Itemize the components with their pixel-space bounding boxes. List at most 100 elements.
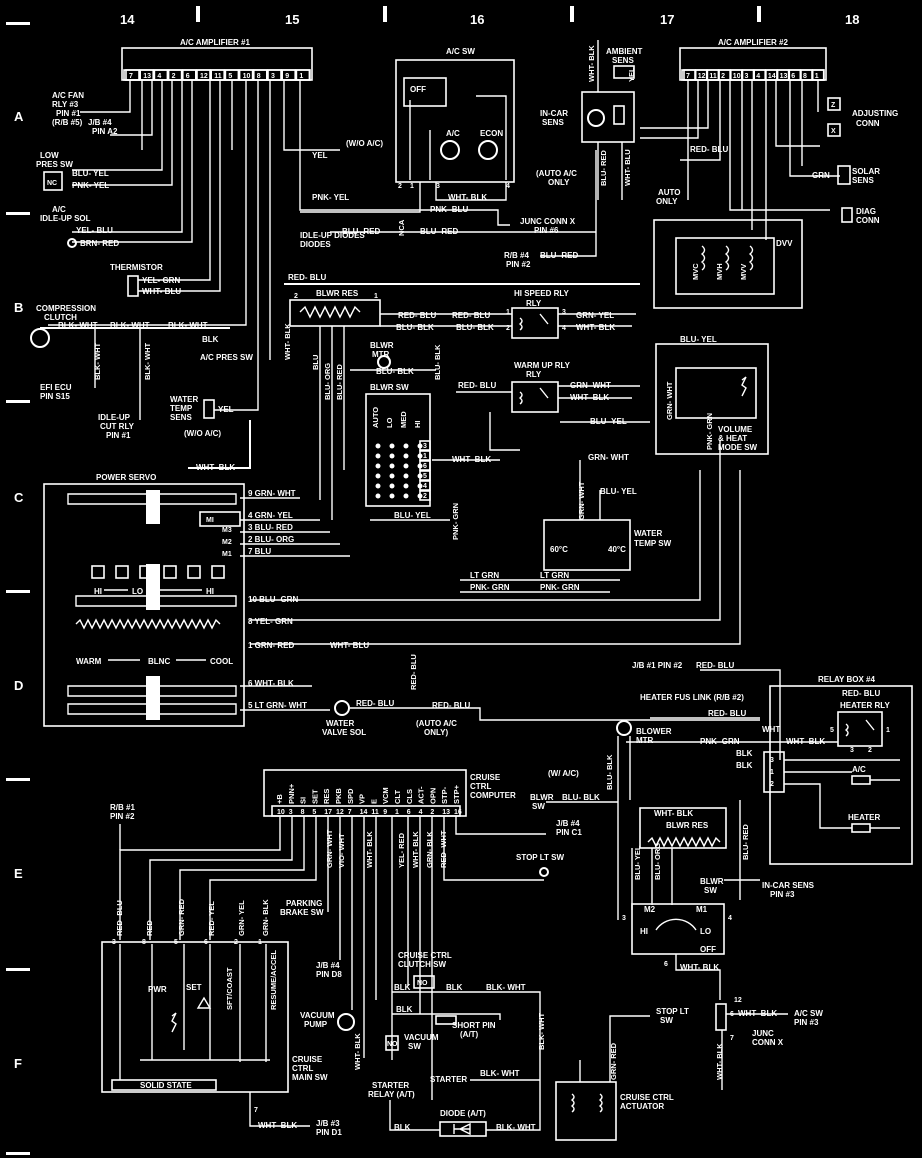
svg-text:M2: M2 [222,539,232,546]
svg-text:IN-CAR: IN-CAR [540,109,568,118]
svg-text:2: 2 [506,325,510,332]
svg-text:GRN- RED: GRN- RED [177,898,186,936]
svg-text:PNK- GRN: PNK- GRN [705,413,714,450]
svg-text:IDLE-UP: IDLE-UP [98,413,131,422]
svg-text:HI: HI [206,587,214,596]
cruise-pin-number: 14 [360,809,368,816]
svg-text:RED- BLU: RED- BLU [696,661,734,670]
svg-text:RED: RED [145,920,154,936]
cruise-pin-label: SI [299,797,308,804]
svg-text:AUTO: AUTO [371,407,380,428]
svg-text:BLK- WHT: BLK- WHT [143,343,152,380]
svg-text:PNK- GRN: PNK- GRN [540,583,580,592]
svg-text:7: 7 [730,1035,734,1042]
svg-text:DVV: DVV [776,239,793,248]
matrix-pin-number: 1 [423,453,427,460]
svg-text:NC: NC [47,180,57,187]
svg-text:SW: SW [704,886,717,895]
svg-text:BLK: BLK [202,335,219,344]
svg-text:LT GRN: LT GRN [470,571,499,580]
svg-text:1: 1 [374,293,378,300]
matrix-dot [389,493,395,499]
svg-text:GRN- YEL: GRN- YEL [576,311,614,320]
svg-text:PNK- YEL: PNK- YEL [312,193,349,202]
svg-text:J/B #4: J/B #4 [316,961,340,970]
svg-text:JUNC CONN X: JUNC CONN X [520,217,576,226]
svg-text:A/C SW: A/C SW [794,1009,823,1018]
svg-text:7: 7 [254,1107,258,1114]
svg-text:ONLY: ONLY [548,178,570,187]
svg-text:60°C: 60°C [550,545,568,554]
svg-text:RED- BLU: RED- BLU [409,654,418,690]
svg-text:BLK: BLK [736,761,753,770]
svg-text:ECON: ECON [480,129,503,138]
svg-text:16: 16 [470,12,484,27]
amp2-pin-number: 2 [721,73,725,80]
svg-text:E: E [14,866,23,881]
svg-text:SOLID STATE: SOLID STATE [140,1081,192,1090]
matrix-dot [375,493,381,499]
svg-text:SENS: SENS [542,118,564,127]
amp1-pin-number: 1 [299,73,303,80]
matrix-dot [375,473,381,479]
svg-text:15: 15 [285,12,299,27]
svg-text:NO: NO [417,980,428,987]
svg-text:A/C: A/C [852,765,866,774]
svg-text:ACTUATOR: ACTUATOR [620,1102,664,1111]
svg-text:5: 5 [174,939,178,946]
svg-text:SET: SET [186,983,202,992]
cruise-pin-number: 16 [454,809,462,816]
svg-text:8 YEL- GRN: 8 YEL- GRN [248,617,293,626]
svg-text:CUT RLY: CUT RLY [100,422,135,431]
power-servo: POWER SERVO MI M3 M2 M1 HI LO HI WARM BL… [43,473,245,727]
svg-text:CONN: CONN [856,119,880,128]
svg-text:STARTER: STARTER [430,1075,467,1084]
svg-text:BLK- WHT: BLK- WHT [537,1013,546,1050]
svg-text:3: 3 [770,757,774,764]
svg-text:18: 18 [845,12,859,27]
cruise-actuator: CRUISE CTRL ACTUATOR STOP LT SW GRN- RED [555,1007,689,1141]
svg-text:RED- BLU: RED- BLU [458,381,496,390]
amp2-pin-number: 1 [815,73,819,80]
servo-contact [115,565,129,579]
matrix-pin [419,480,431,491]
matrix-pin [419,470,431,481]
svg-text:4: 4 [562,325,566,332]
svg-text:HI SPEED RLY: HI SPEED RLY [514,289,569,298]
svg-text:R/B #1: R/B #1 [110,803,135,812]
svg-text:WARM: WARM [76,657,102,666]
svg-text:LO: LO [700,927,711,936]
svg-text:IN-CAR SENS: IN-CAR SENS [762,881,815,890]
svg-text:5: 5 [830,727,834,734]
svg-text:10 BLU- GRN: 10 BLU- GRN [248,595,298,604]
svg-text:PIN #3: PIN #3 [770,890,795,899]
svg-text:CRUISE: CRUISE [470,773,501,782]
cruise-pin-number: 3 [289,809,293,816]
svg-text:PIN #2: PIN #2 [110,812,135,821]
svg-text:2: 2 [234,939,238,946]
svg-text:BLK- WHT: BLK- WHT [496,1123,536,1132]
svg-text:NO: NO [387,1041,398,1048]
blower-resistor: BLWR RES 2 1 BLU BLU- ORG BLU- RED WHT- … [283,289,381,520]
cruise-main-switch: CRUISE CTRL MAIN SW RED- BLU RED GRN- RE… [101,803,342,1137]
svg-text:EFI ECU: EFI ECU [40,383,72,392]
svg-text:WHT- BLK: WHT- BLK [715,1043,724,1080]
svg-text:WHT- BLU: WHT- BLU [142,287,181,296]
svg-text:6 WHT- BLK: 6 WHT- BLK [248,679,294,688]
svg-text:(W/ A/C): (W/ A/C) [548,769,579,778]
junction-connector-x: 12 6 7 WHT- BLK A/C SW PIN #3 JUNC CONN … [715,997,823,1090]
svg-text:SENS: SENS [170,413,192,422]
svg-text:PIN #1: PIN #1 [56,109,81,118]
matrix-dot [389,473,395,479]
svg-text:RED- BLU: RED- BLU [115,900,124,936]
cruise-pin-label: PNN+ [287,783,296,804]
svg-text:VOLUME: VOLUME [718,425,753,434]
cruise-pin-label: ACT- [417,786,426,804]
svg-text:RELAY (A/T): RELAY (A/T) [368,1090,415,1099]
svg-text:M2: M2 [644,905,656,914]
svg-text:HEATER: HEATER [848,813,881,822]
svg-text:WHT- BLU: WHT- BLU [330,641,369,650]
matrix-dot [389,453,395,459]
svg-text:PIN A2: PIN A2 [92,127,118,136]
svg-text:STARTER: STARTER [372,1081,409,1090]
